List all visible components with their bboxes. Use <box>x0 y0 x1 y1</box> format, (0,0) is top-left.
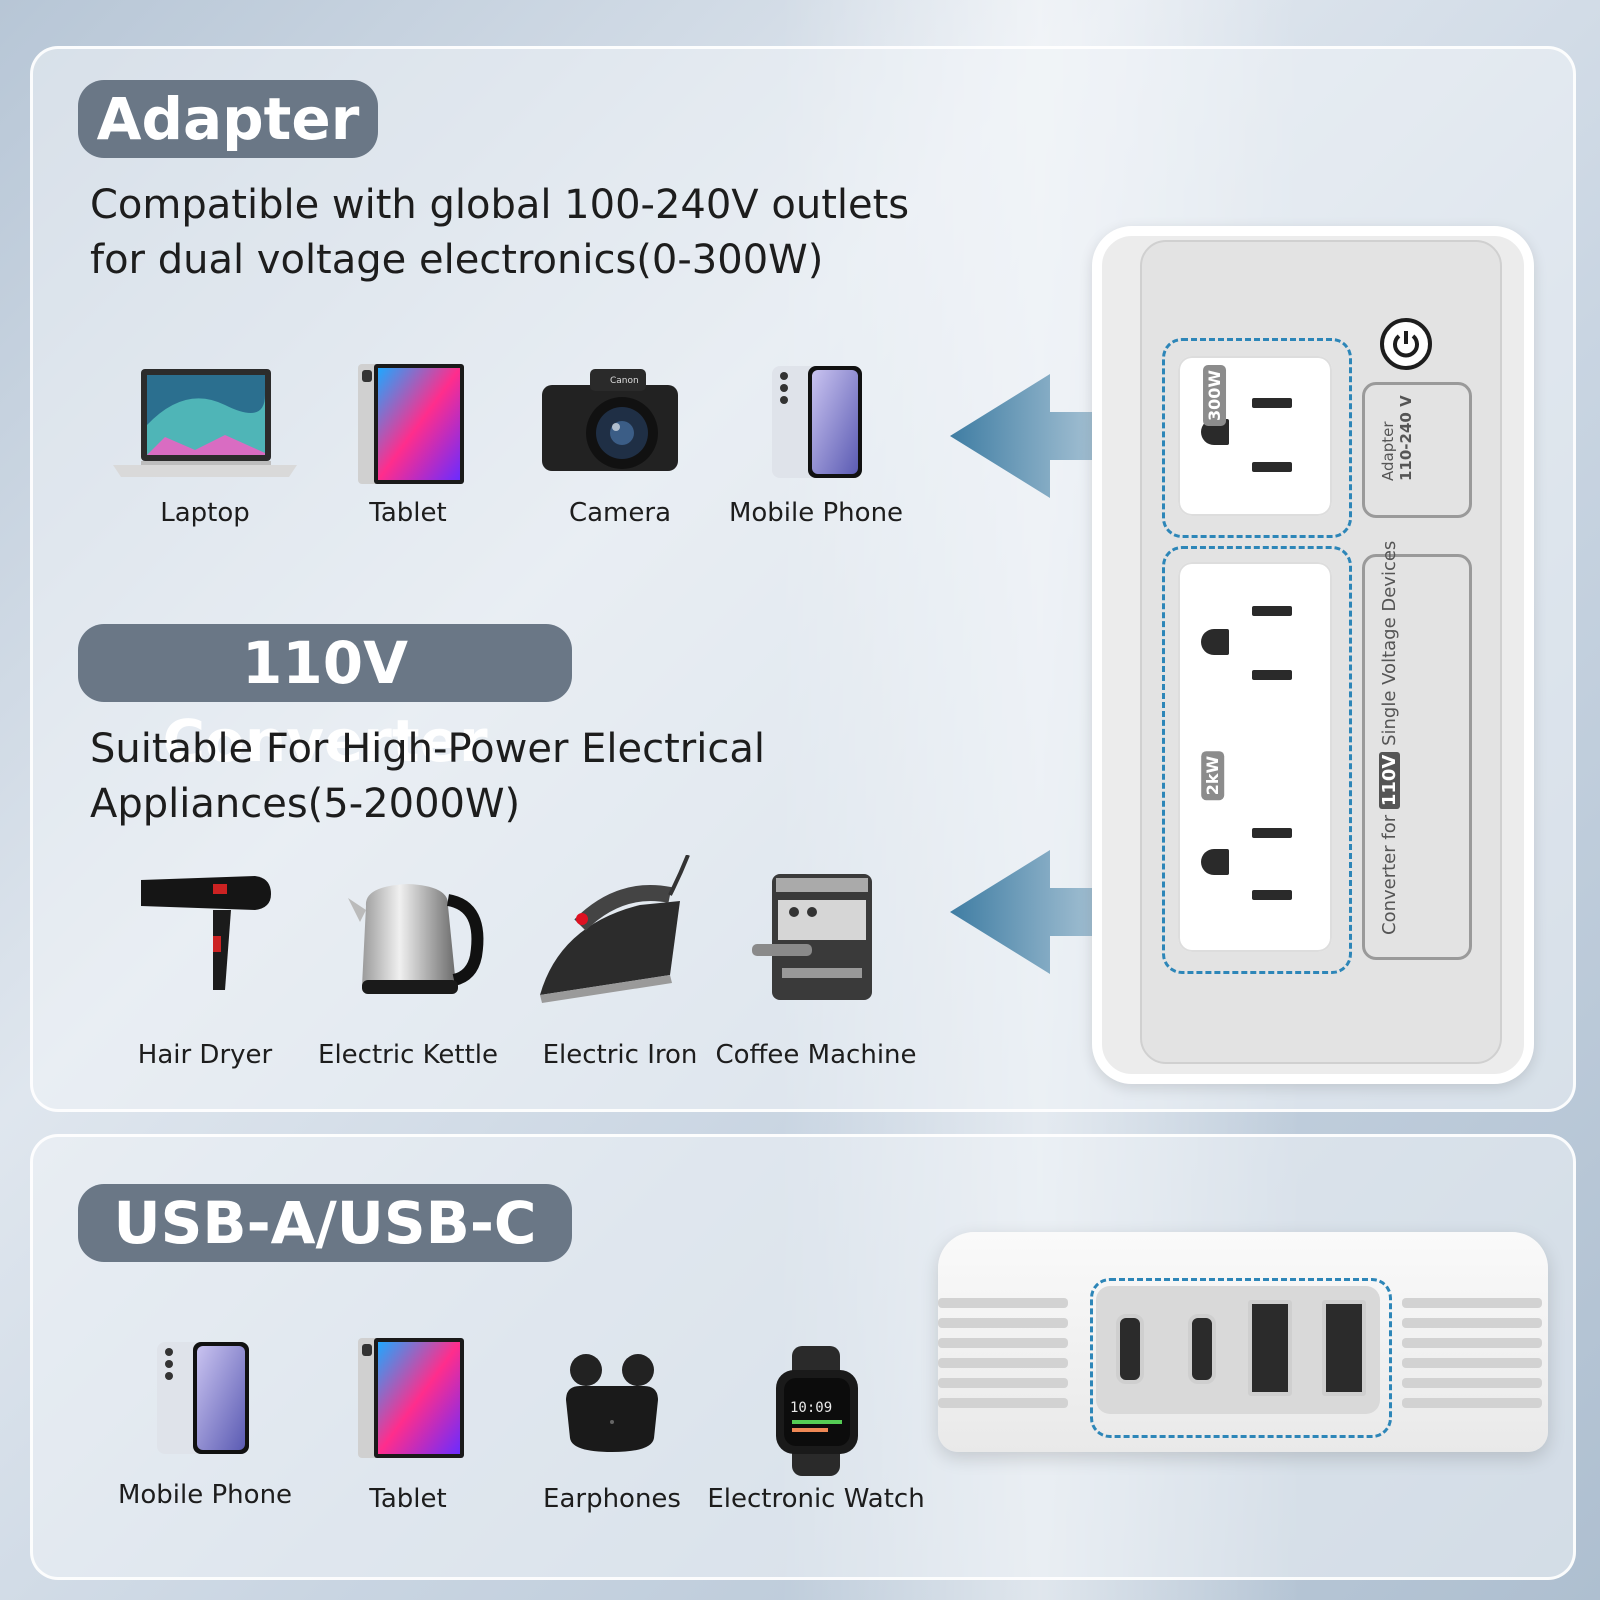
vent <box>938 1358 1068 1368</box>
converter-description: Suitable For High-Power Electrical Appli… <box>90 722 765 832</box>
electric-iron-icon <box>520 854 720 1003</box>
device-mobile-phone: Mobile Phone <box>716 362 916 528</box>
outlet-ground <box>1201 849 1229 875</box>
converter-side-label-prefix: Converter for <box>1379 809 1400 935</box>
usb-ports-outline <box>1090 1278 1392 1438</box>
usb-hub-product <box>938 1232 1548 1452</box>
outlet-slot <box>1252 828 1292 838</box>
adapter-outlet-outline <box>1162 338 1352 538</box>
vent <box>938 1298 1068 1308</box>
adapter-side-label: Adapter 110-240 V <box>1379 395 1415 481</box>
adapter-side-label-line1: Adapter <box>1379 421 1397 481</box>
device-earphones: Earphones <box>512 1346 712 1514</box>
outlet-ground <box>1201 629 1229 655</box>
adapter-side-label-line2: 110-240 V <box>1397 395 1415 481</box>
adapter-description: Compatible with global 100-240V outlets … <box>90 178 909 288</box>
usb-a-port[interactable] <box>1248 1300 1292 1396</box>
device-label: Camera <box>568 498 672 528</box>
outlet-slot <box>1252 398 1292 408</box>
device-tablet: Tablet <box>308 1334 508 1514</box>
converter-description-line2: Appliances(5-2000W) <box>90 781 521 827</box>
outlet-slot <box>1252 606 1292 616</box>
adapter-label-box: Adapter 110-240 V <box>1362 382 1472 518</box>
adapter-description-line1: Compatible with global 100-240V outlets <box>90 182 910 228</box>
power-button-icon[interactable] <box>1380 318 1432 370</box>
earphones-icon <box>512 1346 712 1476</box>
svg-text:10:09: 10:09 <box>790 1400 832 1416</box>
device-label: Tablet <box>369 498 447 528</box>
outlet-slot <box>1252 670 1292 680</box>
usb-a-port[interactable] <box>1322 1300 1366 1396</box>
adapter-power-badge: 300W <box>1203 364 1227 427</box>
vent <box>938 1338 1068 1348</box>
device-label: Mobile Phone <box>728 498 904 528</box>
device-electric-kettle: Electric Kettle <box>308 876 508 1070</box>
converter-outlet-outline <box>1162 546 1352 974</box>
device-label: Mobile Phone <box>117 1480 293 1510</box>
usb-c-port[interactable] <box>1116 1314 1144 1384</box>
vent <box>938 1318 1068 1328</box>
electronic-watch-icon: 10:09 <box>716 1346 916 1476</box>
device-tablet: Tablet <box>308 360 508 528</box>
mobile-phone-icon <box>716 362 916 492</box>
tablet-icon <box>308 360 508 490</box>
adapter-outlet[interactable] <box>1178 356 1332 516</box>
converter-label-box: Converter for 110V Single Voltage Device… <box>1362 541 1472 960</box>
outlet-slot <box>1252 462 1292 472</box>
converter-description-line1: Suitable For High-Power Electrical <box>90 726 765 772</box>
vent <box>1402 1298 1542 1308</box>
mobile-phone-icon <box>105 1338 305 1468</box>
device-label: Tablet <box>369 1484 447 1514</box>
device-label: Laptop <box>160 498 250 528</box>
hair-dryer-icon <box>105 870 305 1000</box>
converter-title: 110V Converter <box>78 624 572 775</box>
vent <box>938 1398 1068 1408</box>
adapter-title: Adapter <box>78 80 378 158</box>
outlet-slot <box>1252 890 1292 900</box>
vent <box>1402 1338 1542 1348</box>
device-label: Earphones <box>543 1484 681 1514</box>
converter-side-label: Converter for 110V Single Voltage Device… <box>1379 541 1400 935</box>
device-mobile-phone: Mobile Phone <box>105 1338 305 1510</box>
device-coffee-machine: Coffee Machine <box>715 870 917 1070</box>
vent <box>1402 1378 1542 1388</box>
device-label: Electric Iron <box>542 1040 698 1070</box>
tablet-icon <box>308 1334 508 1464</box>
converter-side-label-suffix: Single Voltage Devices <box>1379 540 1400 752</box>
device-camera: Canon Camera <box>520 365 720 528</box>
converter-arrow-icon <box>950 850 1200 974</box>
device-label: Hair Dryer <box>137 1040 273 1070</box>
adapter-arrow-icon <box>950 374 1200 498</box>
device-electronic-watch: 10:09 Electronic Watch <box>707 1346 925 1514</box>
vent <box>1402 1318 1542 1328</box>
device-label: Electric Kettle <box>318 1040 498 1070</box>
electric-kettle-icon <box>308 876 508 1006</box>
device-hair-dryer: Hair Dryer <box>105 870 305 1070</box>
vent <box>1402 1398 1542 1408</box>
vent <box>1402 1358 1542 1368</box>
device-label: Electronic Watch <box>707 1484 925 1514</box>
converter-power-badge: 2kW <box>1201 750 1225 801</box>
device-electric-iron: Electric Iron <box>520 854 720 1070</box>
usb-title: USB-A/USB-C <box>78 1184 572 1262</box>
svg-text:Canon: Canon <box>610 376 639 386</box>
camera-icon: Canon <box>520 365 720 495</box>
laptop-icon <box>105 365 305 495</box>
converter-side-label-voltage: 110V <box>1379 751 1400 810</box>
device-label: Coffee Machine <box>715 1040 917 1070</box>
usb-c-port[interactable] <box>1188 1314 1216 1384</box>
coffee-machine-icon <box>716 870 916 1000</box>
device-laptop: Laptop <box>105 365 305 528</box>
vent <box>938 1378 1068 1388</box>
adapter-description-line2: for dual voltage electronics(0-300W) <box>90 237 824 283</box>
